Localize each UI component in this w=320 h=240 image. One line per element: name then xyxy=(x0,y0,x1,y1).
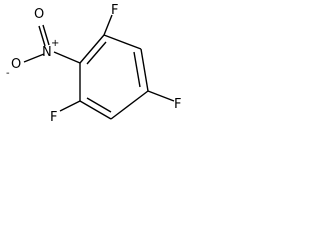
bond-c2-f-top xyxy=(103,14,113,36)
atom-o-top: O xyxy=(34,7,44,22)
ring-bond-c3-c4 xyxy=(140,48,149,92)
molecule-diagram: F F F N + O O - xyxy=(0,0,192,138)
bond-c1-n xyxy=(53,51,81,64)
atom-o-left: O xyxy=(11,57,21,72)
atom-n: N xyxy=(42,45,52,60)
atom-f-bottom-right: F xyxy=(174,97,181,112)
ring-double-bond-c5-c6 xyxy=(86,97,112,113)
ring-bond-c1-c2 xyxy=(79,34,105,64)
ring-double-bond-c3-c4 xyxy=(133,51,141,88)
atom-n-charge: + xyxy=(51,38,59,49)
atom-f-top: F xyxy=(111,3,118,18)
atom-f-bottom-left: F xyxy=(50,110,57,125)
bond-n-o-left xyxy=(23,53,45,63)
structure-svg: F F F N + O O - xyxy=(6,3,181,125)
bond-n-o-top-1 xyxy=(42,24,50,46)
ring-bond-c2-c3 xyxy=(103,34,142,50)
atom-o-left-charge: - xyxy=(6,68,10,79)
bond-c6-f-bottom-left xyxy=(59,100,81,112)
bond-c4-f-bottom-right xyxy=(147,90,175,102)
ring-bond-c5-c6 xyxy=(79,100,112,120)
ring-bond-c4-c5 xyxy=(110,90,149,120)
ring-double-bond-c1-c2 xyxy=(86,41,107,65)
bond-n-o-top-2 xyxy=(38,25,46,47)
